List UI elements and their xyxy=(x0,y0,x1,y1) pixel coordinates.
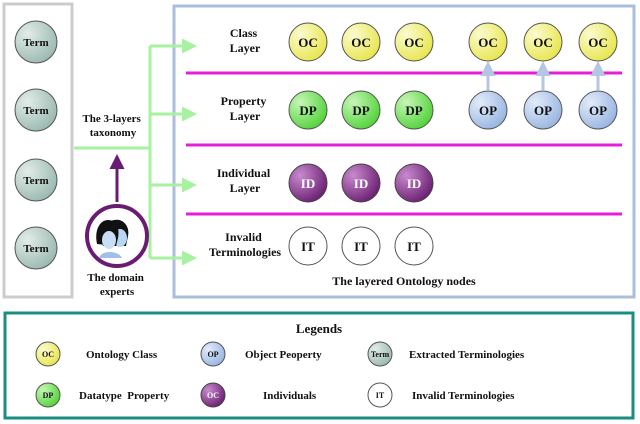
term-node: Term xyxy=(14,158,58,202)
svg-text:OC: OC xyxy=(298,35,318,50)
svg-text:IT: IT xyxy=(301,239,315,254)
invalid-layer-label: Invalid Terminologies xyxy=(209,230,282,259)
it-node: IT xyxy=(341,226,381,266)
oc-node: OC xyxy=(394,22,434,62)
domain-experts-icon xyxy=(85,204,149,268)
svg-text:IT: IT xyxy=(407,239,421,254)
svg-text:OC: OC xyxy=(42,350,54,359)
svg-text:Term: Term xyxy=(371,350,390,359)
svg-text:Object Peoperty: Object Peoperty xyxy=(245,349,322,361)
svg-text:Term: Term xyxy=(23,175,48,187)
legend-item-dp: DP Datatype Property xyxy=(35,382,170,408)
svg-text:OC: OC xyxy=(207,391,219,400)
property-layer-label: Property Layer xyxy=(221,94,270,123)
experts-label: The domain experts xyxy=(87,272,146,298)
svg-text:IT: IT xyxy=(376,391,385,400)
svg-text:DP: DP xyxy=(43,391,54,400)
svg-text:ID: ID xyxy=(301,176,315,191)
svg-text:DP: DP xyxy=(405,103,422,118)
it-node: IT xyxy=(394,226,434,266)
svg-text:OC: OC xyxy=(533,35,553,50)
svg-text:Datatype Property: Datatype Property xyxy=(79,390,170,402)
dp-node: DP xyxy=(341,90,381,130)
it-node: IT xyxy=(288,226,328,266)
dp-node: DP xyxy=(394,90,434,130)
svg-text:OC: OC xyxy=(351,35,371,50)
svg-text:Extracted Terminologies: Extracted Terminologies xyxy=(409,349,525,361)
dp-node: DP xyxy=(288,90,328,130)
individual-layer-label: Individual Layer xyxy=(217,166,273,195)
svg-text:OP: OP xyxy=(207,350,218,359)
legend-item-it: IT Invalid Terminologies xyxy=(367,382,515,408)
legend-item-term: Term Extracted Terminologies xyxy=(367,341,525,367)
op-node: OP xyxy=(468,90,508,130)
svg-text:Invalid Terminologies: Invalid Terminologies xyxy=(412,390,515,402)
legend-item-oc: OC Ontology Class xyxy=(35,341,158,367)
svg-text:OC: OC xyxy=(404,35,424,50)
oc-node: OC xyxy=(523,22,563,62)
svg-text:OP: OP xyxy=(479,103,497,118)
svg-text:Ontology Class: Ontology Class xyxy=(86,349,158,361)
svg-text:Individuals: Individuals xyxy=(263,390,317,402)
term-node: Term xyxy=(14,88,58,132)
op-node: OP xyxy=(523,90,563,130)
class-layer-label: Class Layer xyxy=(230,26,261,55)
oc-node: OC xyxy=(288,22,328,62)
taxonomy-connectors xyxy=(74,38,197,266)
op-to-oc-arrows xyxy=(480,61,606,90)
svg-text:OC: OC xyxy=(478,35,498,50)
oc-node: OC xyxy=(578,22,618,62)
svg-text:IT: IT xyxy=(354,239,368,254)
id-node: ID xyxy=(341,163,381,203)
id-node: ID xyxy=(394,163,434,203)
ontology-footer: The layered Ontology nodes xyxy=(332,274,476,288)
term-node: Term xyxy=(14,20,58,64)
taxonomy-label: The 3-layers taxonomy xyxy=(82,113,143,139)
legend-panel xyxy=(3,311,635,420)
oc-node: OC xyxy=(341,22,381,62)
svg-text:Term: Term xyxy=(23,37,48,49)
svg-text:ID: ID xyxy=(407,176,421,191)
legend-item-individuals: OC Individuals xyxy=(200,382,317,408)
svg-text:Term: Term xyxy=(23,105,48,117)
legend-title: Legends xyxy=(296,321,342,336)
svg-text:DP: DP xyxy=(352,103,369,118)
svg-text:Term: Term xyxy=(23,243,48,255)
svg-text:ID: ID xyxy=(354,176,368,191)
id-node: ID xyxy=(288,163,328,203)
svg-text:OP: OP xyxy=(589,103,607,118)
svg-text:OC: OC xyxy=(588,35,608,50)
oc-node: OC xyxy=(468,22,508,62)
term-node: Term xyxy=(14,226,58,270)
op-node: OP xyxy=(578,90,618,130)
svg-text:OP: OP xyxy=(534,103,552,118)
legend-item-op: OP Object Peoperty xyxy=(200,341,322,367)
svg-text:DP: DP xyxy=(299,103,316,118)
